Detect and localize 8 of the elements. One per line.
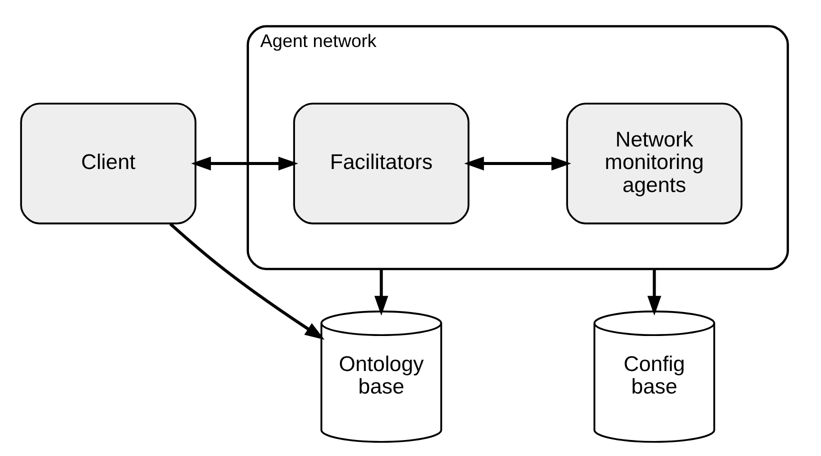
arrow bbox=[169, 222, 325, 340]
arrow bbox=[374, 268, 388, 316]
node-box: Facilitators bbox=[293, 102, 470, 224]
node-box: Client bbox=[20, 102, 196, 224]
arrow bbox=[464, 156, 572, 170]
arrow bbox=[647, 268, 662, 316]
node-box: Network monitoring agents bbox=[566, 102, 742, 224]
arrow bbox=[191, 156, 298, 170]
